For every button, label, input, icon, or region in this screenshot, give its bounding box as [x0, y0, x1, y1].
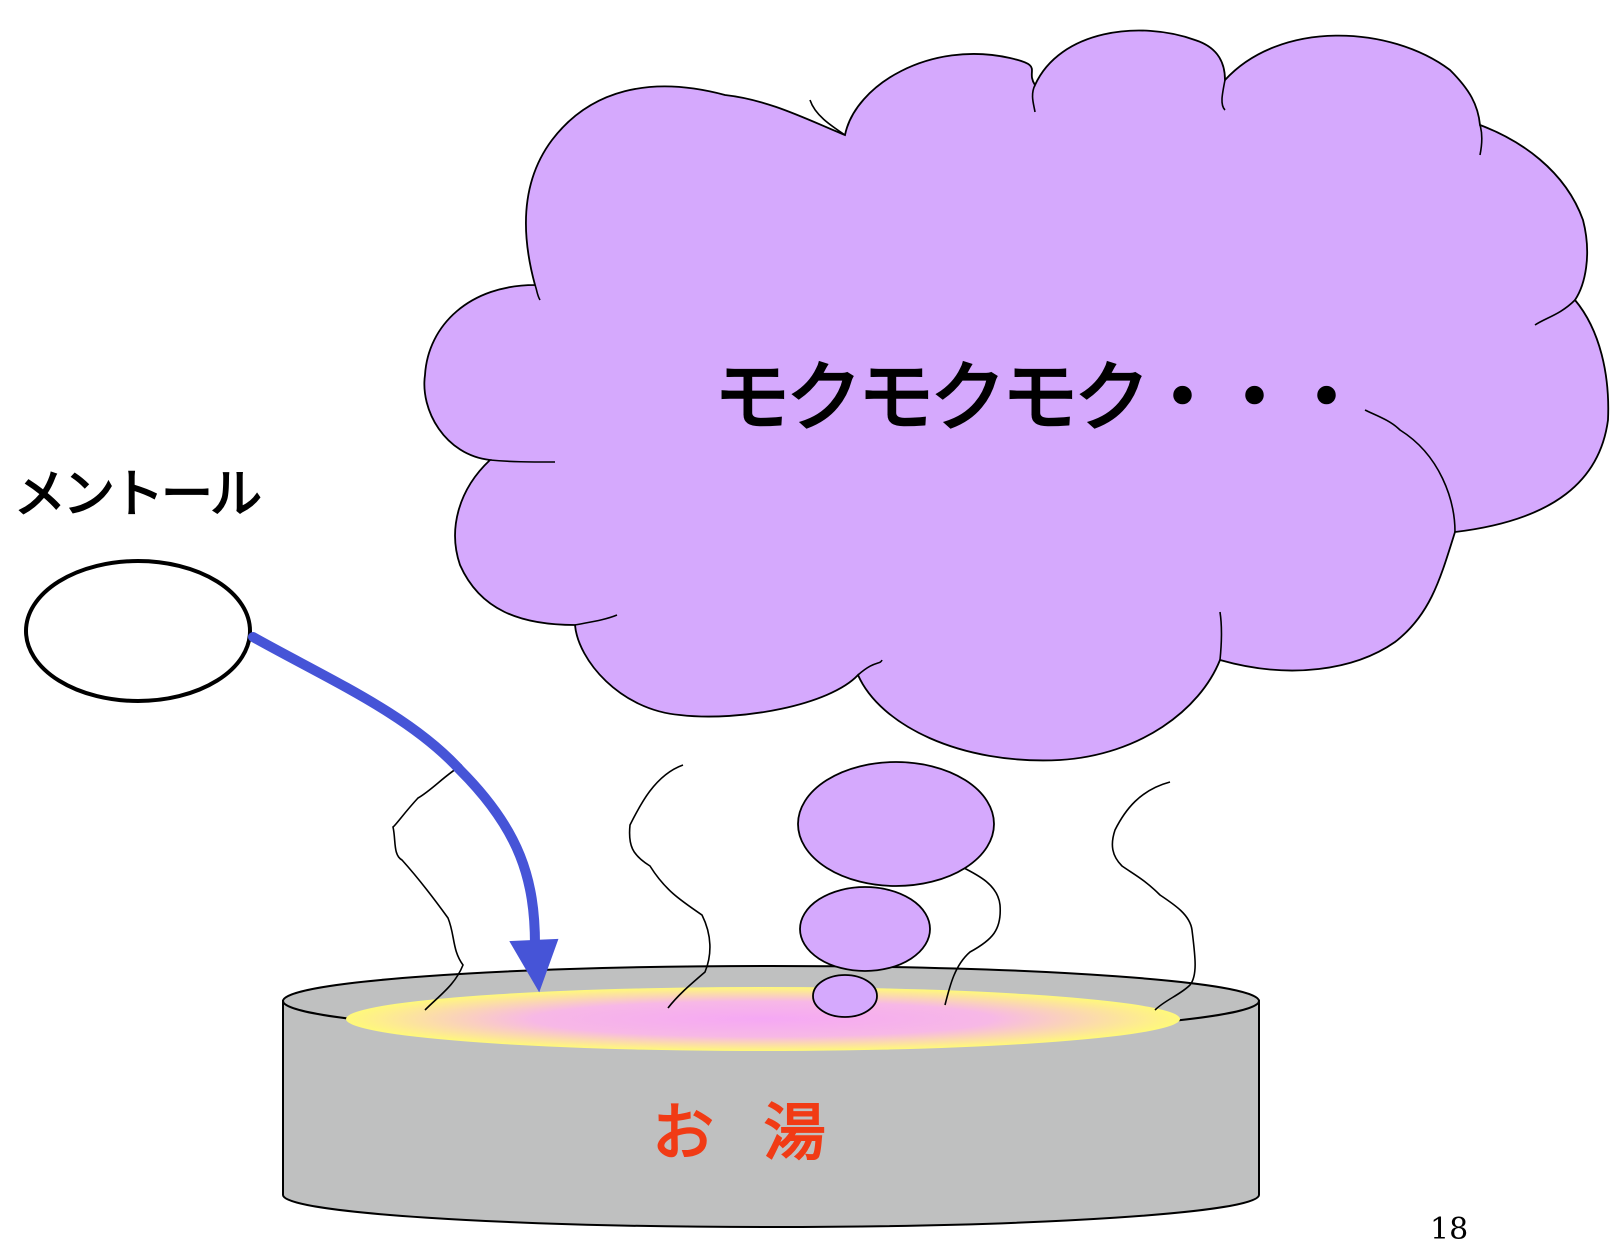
hot-water-bath — [282, 965, 1260, 1228]
thought-bubble-medium — [799, 886, 931, 972]
thought-bubble-large — [797, 761, 995, 887]
hot-water-label: お 湯 — [652, 1096, 840, 1169]
menthol-arrow — [248, 632, 559, 993]
cloud-shape — [423, 29, 1610, 762]
steam-wisp-3 — [944, 866, 1002, 1006]
steam-wisp-4 — [1111, 781, 1196, 1011]
bath-body — [282, 1000, 1260, 1228]
menthol-ellipse — [24, 559, 252, 703]
cloud-text: モクモクモク・・・ — [714, 353, 1364, 442]
page-number: 18 — [1430, 1212, 1469, 1247]
arrow-shaft — [248, 632, 540, 950]
steam-wisp-1 — [392, 764, 464, 1011]
cloud-inner-lines — [489, 79, 1576, 676]
water-surface — [346, 987, 1180, 1051]
menthol-label: メントール — [14, 465, 262, 525]
thought-bubbles — [797, 761, 995, 1018]
steam-wisp-2 — [628, 764, 711, 1009]
thought-bubble-small — [812, 974, 878, 1018]
steam-cloud — [423, 29, 1610, 762]
arrow-head — [509, 938, 559, 993]
steam-wisps — [392, 764, 1196, 1011]
